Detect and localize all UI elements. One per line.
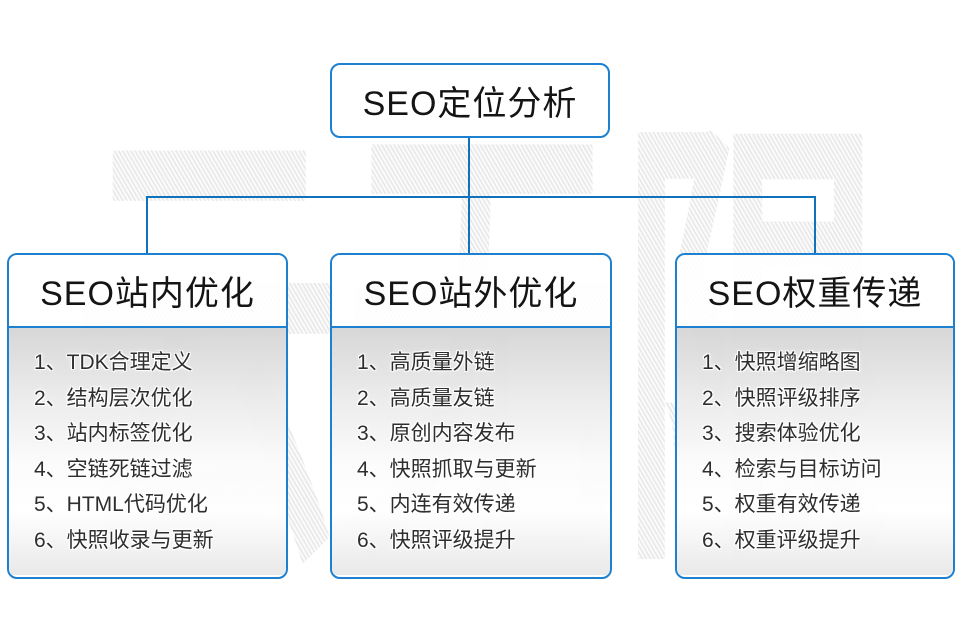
- list-item: 4、快照抓取与更新: [357, 457, 537, 481]
- list-item: 3、原创内容发布: [357, 422, 516, 446]
- branch-node-weight: SEO权重传递 1、快照增缩略图 2、快照评级排序 3、搜索体验优化 4、检索与…: [675, 253, 955, 579]
- branch-header-offsite: SEO站外优化: [332, 255, 610, 328]
- list-item: 4、检索与目标访问: [702, 457, 882, 481]
- list-item: 1、快照增缩略图: [702, 351, 861, 374]
- list-item: 1、TDK合理定义: [34, 351, 193, 374]
- connector-drop-weight: [814, 196, 816, 254]
- list-item: 1、高质量外链: [357, 351, 495, 374]
- list-item: 3、站内标签优化: [34, 422, 193, 446]
- branch-title: SEO站内优化: [40, 275, 255, 313]
- branch-header-weight: SEO权重传递: [677, 255, 953, 328]
- branch-title: SEO站外优化: [363, 275, 579, 313]
- list-item: 2、高质量友链: [357, 386, 495, 410]
- branch-title: SEO权重传递: [707, 275, 923, 313]
- connector-drop-offsite: [468, 196, 470, 254]
- list-item: 6、快照收录与更新: [34, 528, 214, 552]
- list-item: 2、快照评级排序: [702, 386, 861, 410]
- connector-horizontal-bus: [146, 196, 816, 198]
- list-item: 6、权重评级提升: [702, 528, 861, 552]
- branch-item-list: 1、TDK合理定义 2、结构层次优化 3、站内标签优化 4、空链死链过滤 5、H…: [9, 328, 286, 575]
- branch-node-offsite: SEO站外优化 1、高质量外链 2、高质量友链 3、原创内容发布 4、快照抓取与…: [330, 253, 612, 579]
- branch-item-list: 1、高质量外链 2、高质量友链 3、原创内容发布 4、快照抓取与更新 5、内连有…: [332, 328, 610, 575]
- branch-node-onsite: SEO站内优化 1、TDK合理定义 2、结构层次优化 3、站内标签优化 4、空链…: [7, 253, 288, 579]
- connector-drop-onsite: [146, 196, 148, 254]
- list-item: 6、快照评级提升: [357, 528, 516, 552]
- root-node-title: SEO定位分析: [362, 85, 578, 123]
- list-item: 3、搜索体验优化: [702, 422, 861, 446]
- branch-item-list: 1、快照增缩略图 2、快照评级排序 3、搜索体验优化 4、检索与目标访问 5、权…: [677, 328, 953, 575]
- branch-header-onsite: SEO站内优化: [9, 255, 286, 328]
- list-item: 2、结构层次优化: [34, 386, 193, 410]
- list-item: 5、权重有效传递: [702, 493, 861, 517]
- root-node: SEO定位分析: [330, 63, 610, 138]
- list-item: 4、空链死链过滤: [34, 457, 193, 481]
- connector-root-vertical: [468, 138, 470, 198]
- list-item: 5、内连有效传递: [357, 493, 516, 517]
- list-item: 5、HTML代码优化: [34, 493, 208, 517]
